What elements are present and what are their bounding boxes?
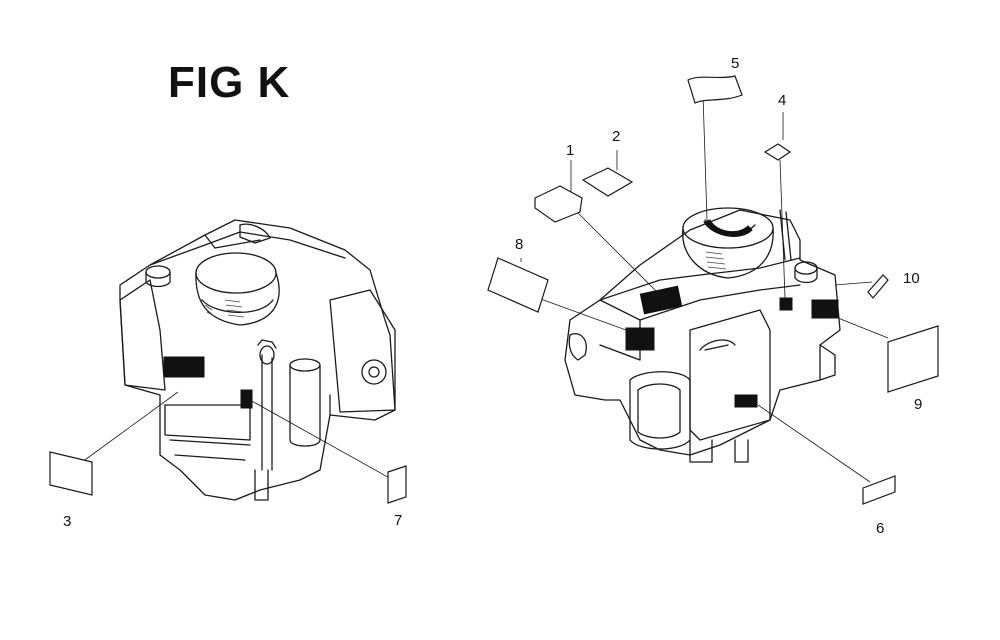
label-10-decal: [779, 297, 793, 311]
callout-5: 5: [731, 55, 740, 72]
callout-2: 2: [612, 128, 621, 145]
label-7-decal: [240, 389, 253, 409]
figure-title: FIG K: [168, 58, 291, 107]
label-3-part: [49, 451, 93, 496]
label-6-decal: [734, 394, 758, 408]
callout-6: 6: [876, 520, 885, 537]
callout-10: 10: [903, 270, 920, 287]
label-9-decal: [811, 299, 839, 319]
label-1-decal: [639, 285, 683, 315]
label-2-part: [581, 167, 634, 197]
callout-8: 8: [515, 236, 524, 253]
callout-1: 1: [566, 142, 575, 159]
callout-3: 3: [63, 513, 72, 530]
label-4-part: [763, 143, 792, 161]
label-10-part: [867, 274, 889, 299]
label-6-part: [862, 475, 896, 505]
callout-7: 7: [394, 512, 403, 529]
label-7-part: [387, 465, 407, 504]
callout-4: 4: [778, 92, 787, 109]
label-9-part: [887, 325, 939, 393]
label-8-part: [487, 257, 549, 313]
callout-9: 9: [914, 396, 923, 413]
right-engine: [487, 75, 939, 505]
label-1-part: [534, 185, 583, 223]
left-engine: [49, 219, 407, 504]
label-3-decal: [163, 356, 205, 378]
label-5-part: [687, 75, 743, 104]
label-8-decal: [625, 327, 655, 351]
